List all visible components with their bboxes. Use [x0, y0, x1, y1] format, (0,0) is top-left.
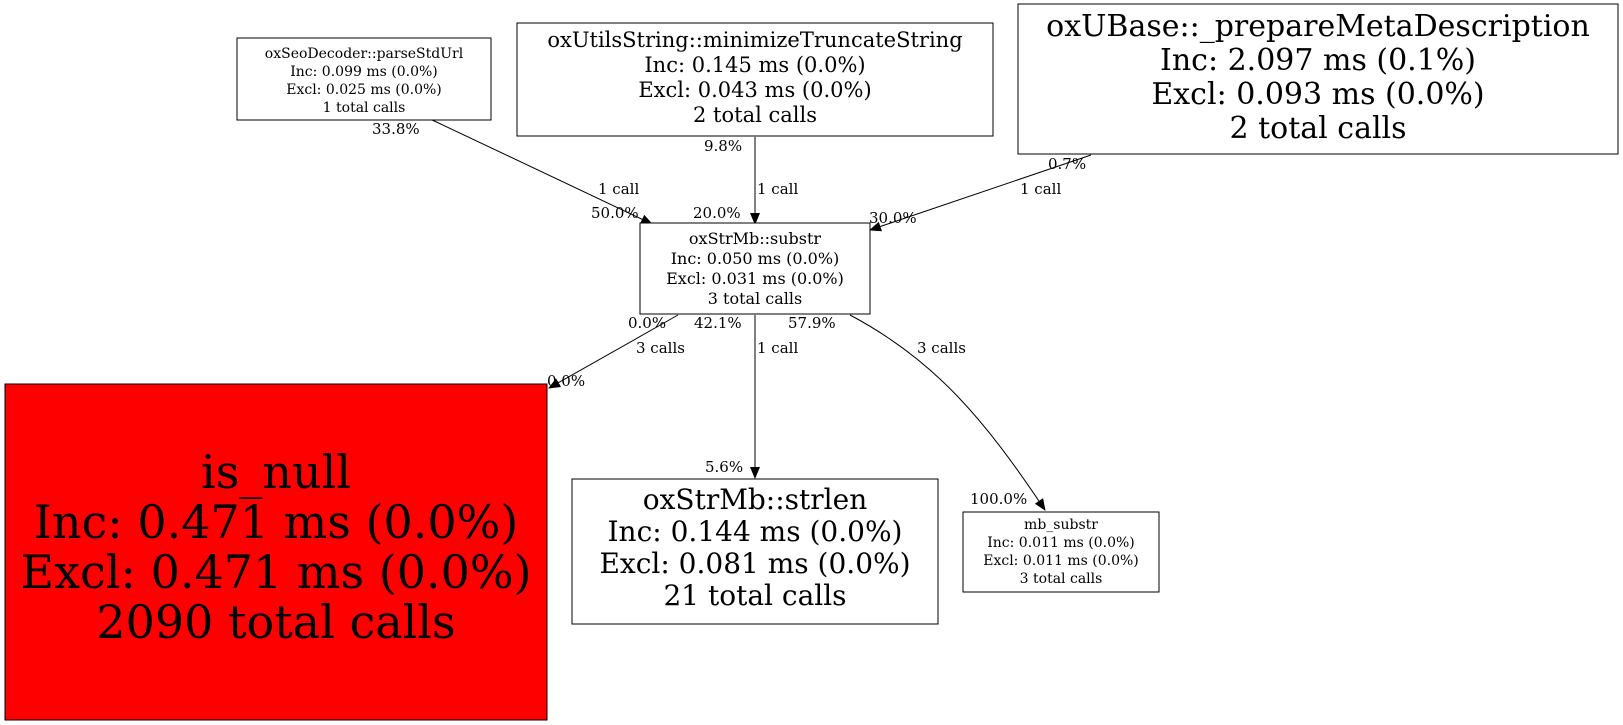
node-title: is_null [201, 445, 351, 499]
edge-call-count: 1 call [1020, 180, 1061, 198]
edge-substr-to-is-null: 0.0% 3 calls 0.0% [547, 314, 685, 390]
node-strlen: oxStrMb::strlen Inc: 0.144 ms (0.0%) Exc… [571, 478, 939, 625]
node-minimize-truncate-string: oxUtilsString::minimizeTruncateString In… [516, 22, 994, 137]
edge-tail-pct: 42.1% [694, 314, 742, 332]
node-inc: Inc: 0.145 ms (0.0%) [644, 53, 865, 77]
edge-parse-to-substr: 33.8% 1 call 50.0% [372, 117, 653, 225]
edge-call-count: 3 calls [636, 339, 685, 357]
edge-head-pct: 100.0% [970, 490, 1027, 508]
node-inc: Inc: 0.050 ms (0.0%) [671, 249, 840, 268]
edge-minimize-to-substr: 9.8% 1 call 20.0% [693, 137, 798, 225]
node-calls: 3 total calls [708, 289, 802, 308]
node-calls: 2090 total calls [96, 595, 455, 649]
edge-tail-pct: 0.0% [628, 314, 666, 332]
node-excl: Excl: 0.031 ms (0.0%) [666, 269, 844, 288]
node-excl: Excl: 0.093 ms (0.0%) [1151, 77, 1484, 112]
edge-call-count: 1 call [757, 180, 798, 198]
node-parse-std-url: oxSeoDecoder::parseStdUrl Inc: 0.099 ms … [236, 37, 492, 121]
edge-tail-pct: 9.8% [704, 137, 742, 155]
edge-call-count: 1 call [598, 180, 639, 198]
node-inc: Inc: 0.011 ms (0.0%) [987, 535, 1135, 551]
node-excl: Excl: 0.011 ms (0.0%) [983, 553, 1139, 569]
edge-prepare-to-substr: 0.7% 1 call 30.0% [869, 154, 1092, 232]
node-is-null: is_null Inc: 0.471 ms (0.0%) Excl: 0.471… [4, 383, 548, 721]
edge-substr-to-mb-substr: 57.9% 3 calls 100.0% [788, 314, 1046, 511]
edge-call-count: 1 call [757, 339, 798, 357]
node-inc: Inc: 0.099 ms (0.0%) [290, 64, 438, 80]
edge-head-pct: 50.0% [591, 204, 639, 222]
edge-head-pct: 20.0% [693, 204, 741, 222]
node-calls: 3 total calls [1020, 571, 1103, 587]
node-title: oxUtilsString::minimizeTruncateString [547, 28, 962, 52]
edge-tail-pct: 57.9% [788, 314, 836, 332]
node-inc: Inc: 0.471 ms (0.0%) [34, 495, 519, 549]
node-excl: Excl: 0.471 ms (0.0%) [20, 545, 531, 599]
node-calls: 2 total calls [1229, 111, 1406, 146]
node-title: oxStrMb::strlen [643, 483, 868, 516]
edge-tail-pct: 33.8% [372, 120, 420, 138]
node-calls: 2 total calls [693, 103, 817, 127]
node-substr: oxStrMb::substr Inc: 0.050 ms (0.0%) Exc… [639, 222, 871, 315]
node-title: oxStrMb::substr [689, 229, 822, 248]
node-inc: Inc: 2.097 ms (0.1%) [1160, 43, 1476, 78]
node-prepare-meta-description: oxUBase::_prepareMetaDescription Inc: 2.… [1017, 3, 1619, 155]
node-calls: 21 total calls [663, 579, 846, 612]
node-excl: Excl: 0.081 ms (0.0%) [599, 547, 910, 580]
node-title: oxSeoDecoder::parseStdUrl [265, 46, 464, 62]
node-excl: Excl: 0.043 ms (0.0%) [638, 78, 871, 102]
node-inc: Inc: 0.144 ms (0.0%) [608, 515, 903, 548]
node-mb-substr: mb_substr Inc: 0.011 ms (0.0%) Excl: 0.0… [962, 511, 1160, 593]
node-title: mb_substr [1024, 517, 1098, 533]
edge-head-pct: 5.6% [705, 458, 743, 476]
edge-tail-pct: 0.7% [1048, 155, 1086, 173]
node-calls: 1 total calls [323, 100, 406, 116]
edge-call-count: 3 calls [917, 339, 966, 357]
edge-substr-to-strlen: 42.1% 1 call 5.6% [694, 314, 798, 479]
edge-head-pct: 0.0% [547, 372, 585, 390]
node-title: oxUBase::_prepareMetaDescription [1046, 9, 1590, 44]
edge-head-pct: 30.0% [869, 209, 917, 227]
node-excl: Excl: 0.025 ms (0.0%) [286, 82, 442, 98]
